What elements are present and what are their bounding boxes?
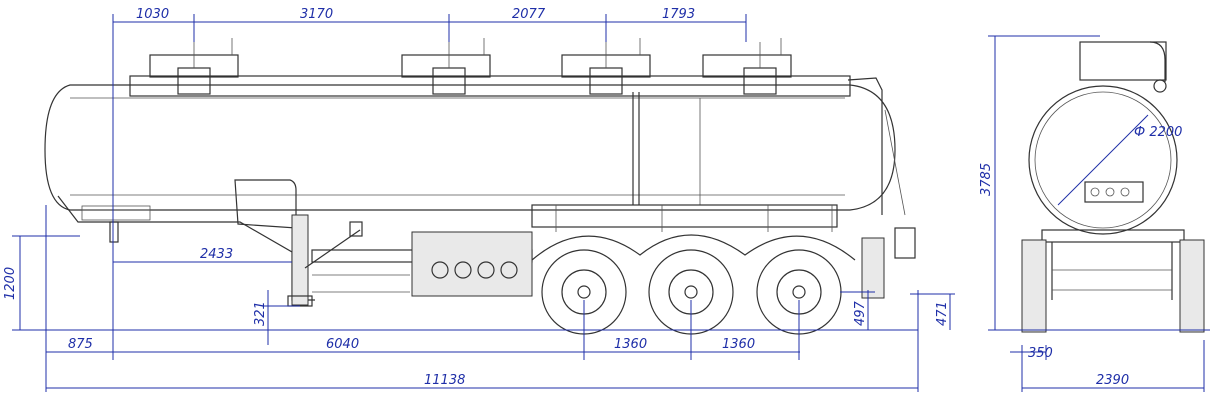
hatch-3 (561, 38, 651, 95)
rear-wheel-right (1179, 239, 1205, 333)
dim-top-4: 1793 (662, 7, 695, 22)
dimension-labels: 1030 3170 2077 1793 2433 1200 321 875 60… (3, 7, 1182, 388)
dim-rear-track: 350 (1028, 346, 1053, 361)
dim-rear-width: 2390 (1096, 373, 1129, 388)
tank-body (44, 84, 896, 211)
dim-diameter: Ф 2200 (1134, 125, 1182, 140)
top-walkway (129, 75, 851, 97)
dim-overall-length: 11138 (424, 373, 465, 388)
dim-bottom-4: 1360 (722, 337, 755, 352)
hatch-1 (149, 38, 239, 95)
dim-kingpin-offset: 2433 (200, 247, 233, 262)
dim-wheel-height: 497 (853, 300, 868, 326)
rear-bumper (861, 237, 885, 299)
dim-top-2: 3170 (300, 7, 333, 22)
side-view (44, 38, 916, 335)
hatch-4 (702, 38, 792, 95)
dim-height-left: 1200 (3, 267, 18, 300)
gooseneck-frame (57, 195, 315, 301)
dim-top-3: 2077 (512, 7, 546, 22)
rear-view (1021, 41, 1205, 333)
dim-height-small: 321 (253, 301, 268, 326)
dimension-lines (12, 14, 1210, 392)
hatch-2 (401, 38, 491, 95)
dim-total-height: 3785 (979, 163, 994, 196)
control-cabinet (411, 231, 533, 297)
tank-cross-section (1028, 85, 1178, 235)
dim-top-1: 1030 (136, 7, 169, 22)
kingpin (109, 221, 119, 243)
dim-bottom-3: 1360 (614, 337, 647, 352)
rear-wheel-left (1021, 239, 1047, 333)
dim-bottom-1: 875 (68, 337, 93, 352)
dim-rear-height: 471 (935, 301, 950, 326)
dim-bottom-2: 6040 (326, 337, 359, 352)
